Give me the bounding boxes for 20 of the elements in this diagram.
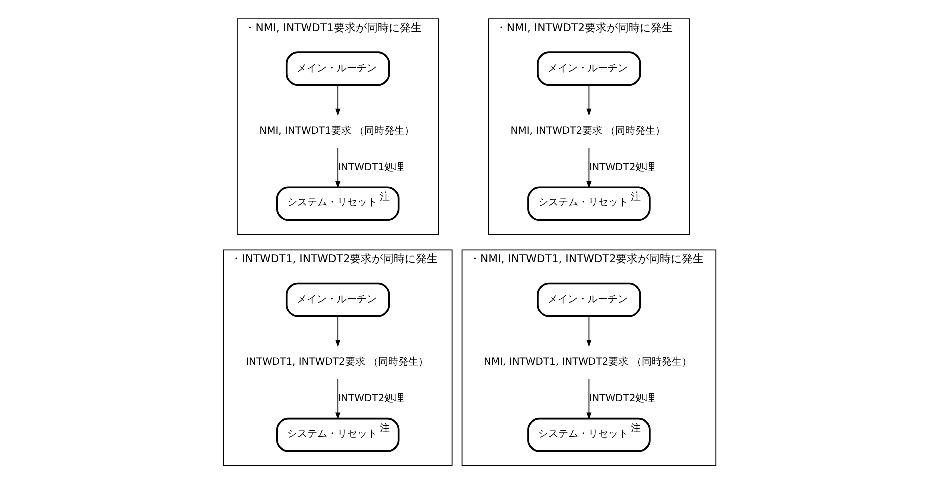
arrow [335,148,340,189]
edge-label: INTWDT1処理 [338,162,404,174]
edge-label: INTWDT2処理 [588,393,656,404]
arrow [586,85,592,116]
node-box: メイン・ルーチン [536,52,641,86]
node-box: メイン・ルーチン [285,52,390,86]
arrow [586,148,592,189]
edge-label: INTWDT2処理 [588,162,656,174]
arrow [335,378,340,420]
node-box: メイン・ルーチン [536,282,641,318]
node-text: NMI, INTWDT2要求 （同時発生） [510,126,666,137]
edge-label: INTWDT2処理 [338,393,404,404]
arrow [335,316,340,348]
arrow [335,85,340,116]
node-text: NMI, INTWDT1, INTWDT2要求 （同時発生） [484,357,692,368]
node-text: INTWDT1, INTWDT2要求 （同時発生） [246,357,428,368]
arrow [586,316,592,348]
arrow [586,378,592,420]
node-text: NMI, INTWDT1要求 （同時発生） [259,126,414,137]
node-box: メイン・ルーチン [285,282,390,318]
